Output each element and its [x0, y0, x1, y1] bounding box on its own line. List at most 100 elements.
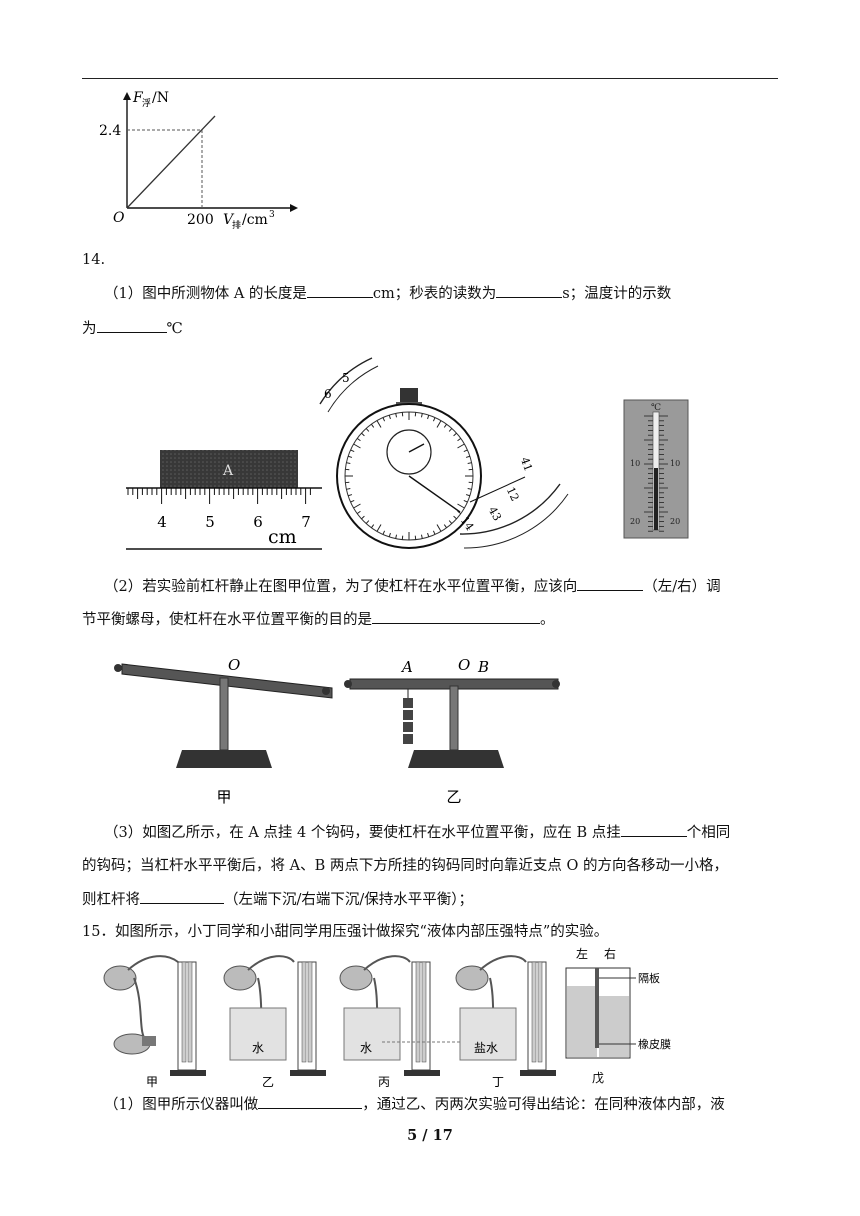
q14-p2-text-b: （左/右）调: [643, 579, 721, 595]
thermo-right-20: 20: [670, 517, 680, 526]
instrument-name-blank[interactable]: [258, 1094, 363, 1109]
caption-yi-15: 乙: [262, 1075, 274, 1089]
q14-p2-text-c: 节平衡螺母，使杠杆在水平位置平衡的目的是: [82, 612, 372, 628]
y-axis-sub: 浮: [142, 97, 151, 109]
probe-jia: [142, 1036, 156, 1046]
zoom-label-12: 12: [504, 485, 522, 503]
graph-line: [126, 115, 216, 209]
caption-jia: 甲: [216, 788, 231, 806]
q14-part2-line2: 节平衡螺母，使杠杆在水平位置平衡的目的是 。: [82, 609, 555, 630]
y-axis-unit: /N: [152, 90, 169, 106]
lever-base-yi: [408, 750, 504, 768]
ruler-tick-7: 7: [301, 513, 311, 531]
thermometer-figure: ℃ 10 20 10 20: [623, 399, 689, 539]
u-tube-jia: [177, 961, 197, 1071]
y-axis-symbol: F: [132, 90, 144, 106]
thermo-left-10: 10: [630, 459, 640, 468]
ruler-tick-4: 4: [157, 513, 167, 531]
liquid-yi-label: 水: [252, 1041, 264, 1055]
lever-jia: O 甲: [114, 656, 333, 806]
x-axis-sub: 排: [232, 219, 241, 230]
beaker-yi: [229, 1007, 287, 1061]
container-wu: 左 右 隔板 橡皮膜 戊: [565, 946, 671, 1085]
minute-hand: [408, 443, 425, 453]
container-wu-left-liquid: [567, 986, 597, 1057]
stopwatch-crown: [400, 388, 418, 402]
liquid-ding-label: 盐水: [474, 1041, 498, 1055]
stopwatch-figure: 6 5 41 12 43 14: [319, 357, 569, 549]
hook-weight-4: [403, 734, 413, 744]
adjust-direction-blank[interactable]: [577, 576, 644, 591]
q14-part3-line3: 则杠杆将 （左端下沉/右端下沉/保持水平平衡）；: [82, 889, 473, 910]
weight-count-blank[interactable]: [620, 822, 687, 837]
zoom-label-41: 41: [518, 456, 535, 474]
x-tick-label: 200: [187, 212, 214, 228]
stopwatch-dial-ticks: [345, 412, 473, 540]
gauge-jia: 甲: [103, 955, 206, 1089]
hook-weight-2: [403, 710, 413, 720]
caption-wu-15: 戊: [592, 1071, 604, 1085]
label-membrane: 橡皮膜: [638, 1038, 671, 1051]
caption-yi: 乙: [446, 788, 461, 806]
thermo-right-10: 10: [670, 459, 680, 468]
object-a-label: A: [222, 463, 234, 479]
q14-p1-text-c: s；温度计的示数: [562, 286, 672, 302]
q14-p2-text-d: 。: [540, 612, 555, 628]
liquid-bing-label: 水: [360, 1041, 372, 1055]
stopwatch-answer-blank[interactable]: [496, 283, 563, 298]
label-left: 左: [576, 946, 588, 961]
hook-weight-1: [403, 698, 413, 708]
ruler-unit: cm: [268, 526, 297, 548]
thermometer-liquid: [654, 468, 658, 530]
label-partition: 隔板: [638, 971, 660, 985]
q14-number: 14.: [82, 252, 106, 268]
q14-p2-text-a: （2）若实验前杠杆静止在图甲位置，为了使杠杆在水平位置平衡，应该向: [104, 579, 578, 595]
hand-jia-top: [103, 965, 137, 991]
lever-figures: O 甲 A O B 乙: [114, 656, 560, 806]
pressure-gauge-figures: 甲 水 乙 水 丙 盐水 丁: [103, 946, 671, 1089]
ruler-ticks: [127, 488, 311, 504]
header-rule: [82, 78, 778, 79]
buoyancy-graph: F 浮 /N 2.4 O 200 V 排 /cm 3: [99, 90, 298, 230]
q14-part1-line2: 为℃: [82, 318, 183, 339]
q14-p3-text-e: （左端下沉/右端下沉/保持水平平衡）；: [224, 892, 474, 908]
ruler-tick-5: 5: [205, 513, 215, 531]
q15-p1-text-b: ，通过乙、丙两次实验可得出结论：在同种液体内部，液: [362, 1097, 725, 1113]
q14-part3-line2: 的钩码；当杠杆水平平衡后，将 A、B 两点下方所挂的钩码同时向靠近支点 O 的方…: [82, 858, 728, 874]
lever-stand-yi: [449, 685, 459, 751]
stopwatch-zoom-arc-bottom: [459, 483, 561, 535]
length-answer-blank[interactable]: [306, 283, 373, 298]
y-axis-arrow: [123, 92, 131, 100]
temperature-answer-blank[interactable]: [96, 318, 167, 333]
lever-yi-a-label: A: [400, 658, 413, 676]
zoom-label-6: 6: [324, 387, 332, 401]
gauge-bing: 水 丙: [339, 955, 440, 1089]
q14-p3-text-d: 则杠杆将: [82, 892, 140, 908]
hook-weight-3: [403, 722, 413, 732]
caption-ding-15: 丁: [492, 1075, 504, 1089]
q14-part3-line1: （3）如图乙所示，在 A 点挂 4 个钩码，要使杠杆在水平位置平衡，应在 B 点…: [104, 822, 730, 843]
ruler-figure: A 4 5 6 7 cm: [126, 450, 322, 550]
beaker-bing: [343, 1007, 401, 1061]
lever-state-blank[interactable]: [140, 889, 224, 904]
lever-yi-b-label: B: [477, 658, 489, 676]
q14-p3-text-b: 个相同: [686, 825, 731, 841]
q14-p1-text-e: ℃: [166, 321, 183, 337]
purpose-answer-blank[interactable]: [372, 609, 540, 624]
q14-p1-text-a: （1）图中所测物体 A 的长度是: [104, 286, 307, 302]
zoom-label-5: 5: [342, 371, 350, 385]
q14-p1-text-b: cm；秒表的读数为: [372, 286, 497, 302]
thermometer-ticks: [644, 415, 668, 532]
partition: [595, 968, 599, 1048]
q14-p1-text-d: 为: [82, 321, 97, 337]
zoom-label-43: 43: [486, 505, 504, 524]
lever-base-jia: [176, 750, 272, 768]
q15-p1-text-a: （1）图甲所示仪器叫做: [104, 1097, 259, 1113]
q14-part2-line1: （2）若实验前杠杆静止在图甲位置，为了使杠杆在水平位置平衡，应该向 （左/右）调: [104, 576, 721, 597]
x-axis-unit-sup: 3: [269, 210, 275, 220]
origin-label: O: [113, 210, 125, 226]
thermo-left-20: 20: [630, 517, 640, 526]
caption-jia-15: 甲: [146, 1075, 158, 1089]
x-axis-symbol: V: [223, 212, 235, 228]
caption-bing-15: 丙: [378, 1075, 390, 1089]
